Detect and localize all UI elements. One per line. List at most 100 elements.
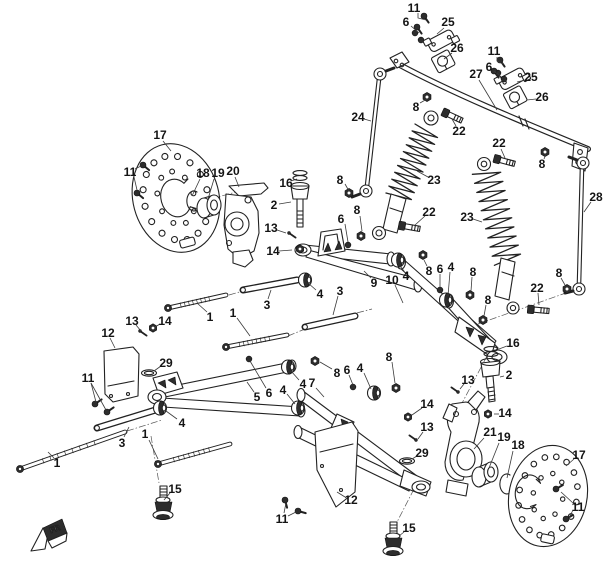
callout-23: 23 [460,210,474,224]
callout-8: 8 [386,350,393,364]
thread-tick [192,299,194,306]
disc-hole [182,219,189,226]
thread-tick [208,447,211,453]
ball-joint-2-left [290,181,310,228]
disc-hole [538,475,544,481]
small-bolt-head [139,161,147,169]
leader-line [90,382,97,403]
cotter-pin-head [414,438,418,442]
cap-6 [500,75,508,83]
leader-line [423,259,428,267]
nut-bore [421,253,425,257]
callout-22: 22 [492,136,506,150]
shock-absorber-23-left [371,110,439,241]
thread-tick [93,440,96,446]
leader-line [290,178,298,182]
leader-line [47,451,55,459]
callout-25: 25 [524,70,538,84]
callout-1: 1 [230,306,237,320]
disc-hole [203,186,211,194]
thread-tick [458,116,462,123]
leader-line [399,265,405,272]
spacer-sleeve-core [302,313,358,330]
mud-guard-12-right [314,421,359,508]
disc-hole [194,229,202,237]
thread-tick [179,302,182,308]
callout-12: 12 [344,493,358,507]
nut-bore [543,150,547,154]
disc-hole [170,219,177,226]
shock-absorber-23-right [471,156,522,315]
bushing [290,400,306,416]
shoulder-bolt [440,107,464,124]
thread-tick [64,450,67,456]
callout-14: 14 [420,397,434,411]
leader-line [153,365,162,372]
disc-hole [570,469,578,476]
callout-16: 16 [279,176,293,190]
sleeve-end [94,425,100,431]
thread-tick [255,338,258,344]
thread-tick [41,458,45,464]
thread-tick [413,224,416,232]
leader-line [163,492,171,501]
leader-line [560,277,566,286]
sleeve-end [302,324,308,330]
disc-hole [516,486,523,494]
bushing-bore [306,276,312,284]
disc-hole [552,453,560,461]
callout-11: 11 [124,165,137,179]
callout-11: 11 [82,371,95,385]
disc-hole [559,479,565,486]
thread-tick [188,300,190,307]
bushing [280,359,296,375]
circlip-18-right [499,473,512,495]
wheel-bearing-19-left [196,194,222,219]
bushing [366,385,382,401]
disc-hole [181,174,188,181]
bushing-bore [447,296,453,304]
leader-line [436,27,445,35]
leader-line [315,387,325,398]
small-bolt-head [294,507,302,515]
callout-13: 13 [461,373,475,387]
bar-bushing-26-right [502,85,528,110]
knuckle-20-left [223,182,269,268]
callout-4: 4 [280,383,287,397]
stabilizer-link-24 [350,66,396,199]
leader-line [344,223,349,243]
leader-line [500,148,506,159]
leader-line [134,165,142,170]
circlip-16 [483,351,499,357]
nut-bore [481,318,485,322]
nut-bore [151,326,155,330]
leader-line [410,25,420,34]
leader-line [332,295,339,316]
callout-4: 4 [357,361,364,375]
disc-hole [530,490,537,496]
callout-8: 8 [337,173,344,187]
cap-6 [417,36,425,44]
leader-line [565,458,575,467]
thread-tick [208,296,210,302]
nut-bore [425,95,429,99]
leader-line [344,183,350,192]
callout-11: 11 [276,512,289,526]
callout-22: 22 [452,124,466,138]
callout-6: 6 [338,212,345,226]
callout-18: 18 [511,438,525,452]
spacer-sleeve-core [94,405,165,431]
callout-11: 11 [572,500,585,514]
small-bolt-head [281,496,289,504]
leader-line [472,218,483,223]
leader-line [447,271,451,297]
leader-line [414,215,426,226]
leader-line [319,361,333,370]
leader-line [90,382,107,411]
disc-hole [154,190,161,197]
callout-24: 24 [351,110,365,124]
callout-14: 14 [266,244,280,258]
wheel-bearing-19-right [471,461,499,488]
shoulder-bolt [397,220,421,233]
